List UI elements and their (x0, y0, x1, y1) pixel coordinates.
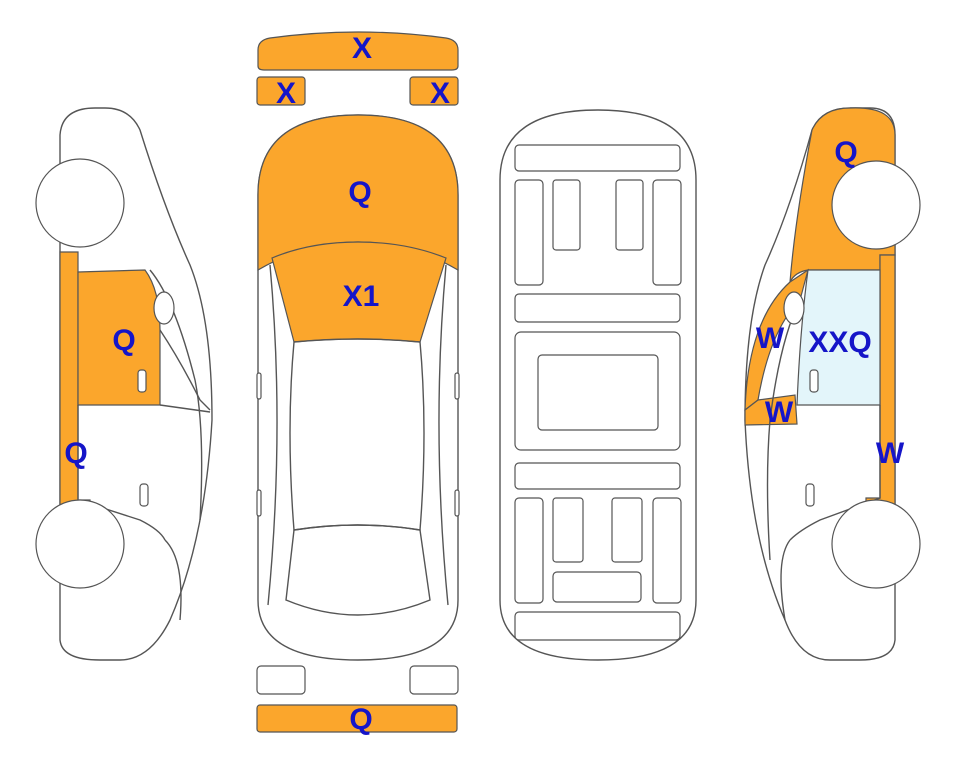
underbody-front-right-rail (652, 179, 682, 286)
label-hood: Q (348, 176, 371, 209)
left-mirror-panel[interactable] (256, 76, 306, 106)
top-right-handle-stub (454, 489, 460, 517)
right-pillar-line (766, 299, 801, 561)
roof-outline (289, 338, 425, 531)
underbody-rear-bar (514, 611, 681, 641)
right-taillight (409, 665, 459, 695)
label-right-mirror-side: W (765, 396, 794, 429)
underbody-front-left-rail (514, 179, 544, 286)
left-top-side-line (267, 264, 278, 606)
underbody-center-panel (537, 354, 659, 431)
underbody-mid-front-bar (514, 293, 681, 323)
top-right-mirror-stub (454, 372, 460, 400)
left-door-handle-front (137, 369, 147, 393)
top-left-mirror-stub (256, 372, 262, 400)
front-bumper-group (256, 31, 459, 106)
left-mirror-shape (153, 291, 175, 325)
label-left-sill: Q (64, 437, 87, 470)
right-door-line (789, 405, 881, 541)
underbody-front-left-slot (552, 179, 581, 251)
left-taillight (256, 665, 306, 695)
top-left-handle-stub (256, 489, 262, 517)
right-door-handle-front (809, 369, 819, 393)
underbody-rear-right-rail (652, 497, 682, 604)
left-side-view (35, 107, 213, 661)
left-window-line (159, 329, 211, 411)
left-door-handle-rear (139, 483, 149, 507)
underbody-rear-cross (552, 571, 642, 603)
right-rear-line (780, 539, 791, 621)
right-body-outline (744, 107, 896, 661)
underbody-front-bar (514, 144, 681, 172)
front-bumper-panel[interactable] (257, 31, 459, 71)
right-front-wheel (831, 160, 921, 250)
label-left-mirror: X (276, 77, 296, 110)
right-mirror-shape (783, 291, 805, 325)
rear-bumper-group (256, 665, 459, 733)
right-side-view (744, 107, 921, 661)
left-rear-line (164, 539, 182, 621)
underbody-outline (499, 109, 697, 661)
left-rear-wheel (35, 499, 125, 589)
label-right-a-pillar: W (756, 322, 785, 355)
right-mirror-panel[interactable] (409, 76, 459, 106)
underbody-rear-left-rail (514, 497, 544, 604)
label-right-fender: Q (834, 136, 857, 169)
left-door-line (77, 405, 166, 541)
underbody-rear-right-slot (611, 497, 643, 563)
rear-window-outline (285, 524, 431, 616)
label-left-front-door: Q (112, 324, 135, 357)
damage-labels: X X X Q X1 Q Q Q Q XXQ W W W (64, 32, 905, 736)
rear-bumper-panel[interactable] (256, 704, 458, 733)
label-rear-bumper: Q (349, 703, 372, 736)
underbody-rear-left-slot (552, 497, 584, 563)
label-right-window: XXQ (808, 326, 871, 359)
label-right-sill: W (876, 437, 905, 470)
underbody-mid-rear-bar (514, 462, 681, 490)
label-right-mirror: X (430, 77, 450, 110)
left-body-outline (59, 107, 213, 661)
underbody-view (499, 109, 697, 661)
left-window-line-2 (159, 404, 211, 413)
right-top-side-line (438, 264, 449, 606)
right-rear-wheel (831, 499, 921, 589)
label-windshield: X1 (343, 280, 380, 313)
underbody-front-right-slot (615, 179, 644, 251)
label-front-bumper: X (352, 32, 372, 65)
right-door-handle-rear (805, 483, 815, 507)
top-view (256, 114, 460, 661)
left-front-wheel (35, 158, 125, 248)
